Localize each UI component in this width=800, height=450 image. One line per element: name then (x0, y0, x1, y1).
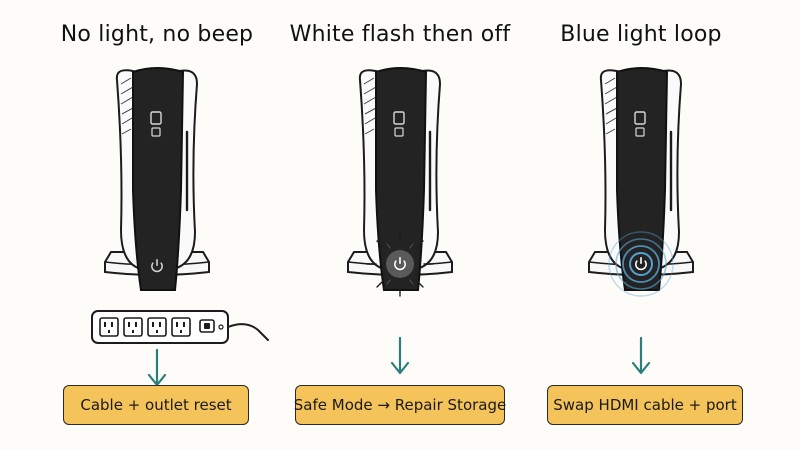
console-icon (103, 66, 211, 292)
down-arrow-icon (631, 336, 651, 375)
blue-pulse-rings (608, 231, 674, 297)
console-icon (587, 66, 695, 297)
panel-heading-blue-loop: Blue light loop (560, 22, 722, 47)
power-strip-icon (91, 310, 269, 344)
panel-heading-no-light: No light, no beep (60, 22, 254, 47)
console-icon (346, 66, 454, 297)
down-arrow-icon (390, 336, 410, 375)
down-arrow-icon (147, 348, 167, 387)
action-label-cable-reset: Cable + outlet reset (63, 385, 249, 425)
action-label-swap-hdmi: Swap HDMI cable + port (547, 385, 743, 425)
action-label-safe-mode: Safe Mode → Repair Storage (294, 385, 506, 425)
panel-heading-white-flash: White flash then off (289, 22, 511, 47)
